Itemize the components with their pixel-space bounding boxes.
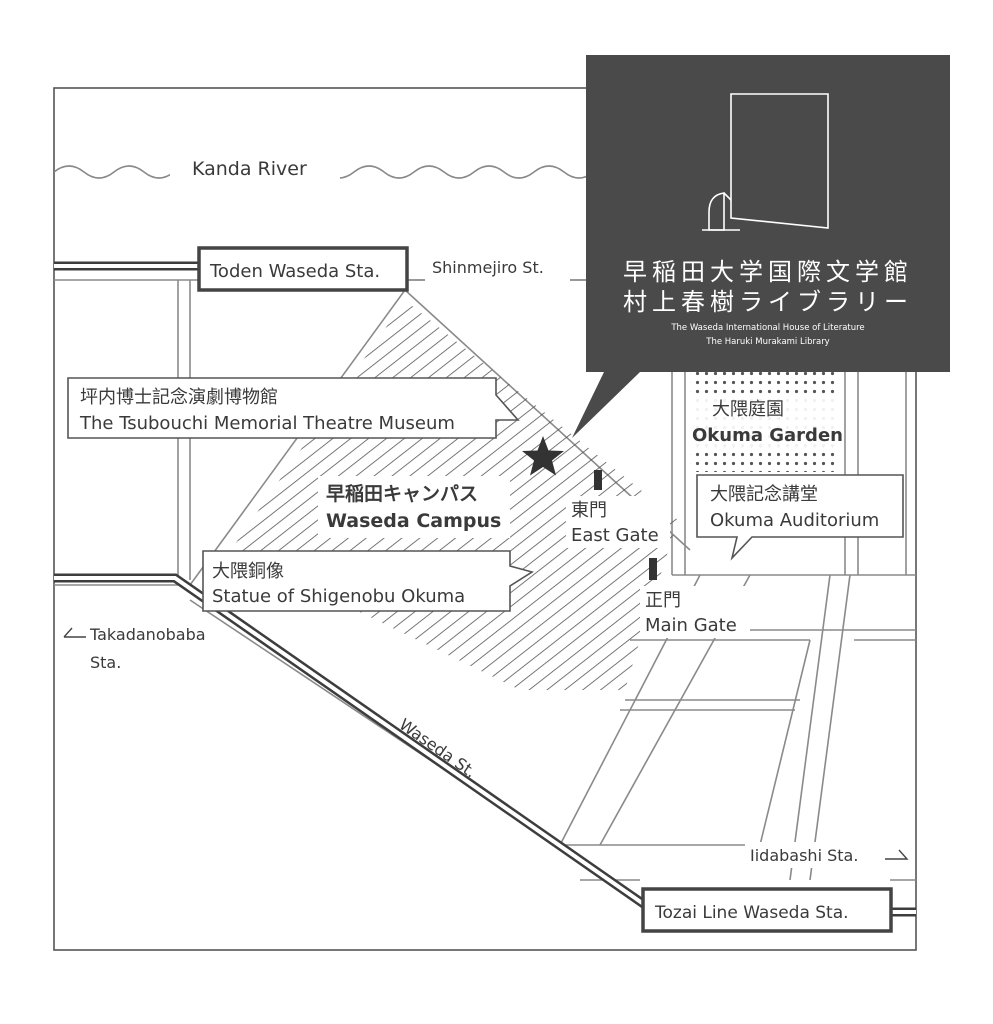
okuma-auditorium-callout	[696, 474, 904, 561]
rail-lines	[54, 261, 916, 917]
toden-waseda-station-box	[197, 246, 409, 292]
takadanobaba-label-line2: Sta.	[90, 653, 121, 672]
shinmejiro-street-label: Shinmejiro St.	[432, 258, 544, 277]
okuma-auditorium-label-en: Okuma Auditorium	[710, 510, 879, 531]
iidabashi-label: Iidabashi Sta.	[750, 846, 858, 865]
okuma-garden-label-en: Okuma Garden	[692, 425, 843, 446]
tozai-waseda-station-box	[641, 887, 893, 933]
east-gate-marker-icon	[594, 470, 602, 490]
tsubouchi-museum-label-ja: 坪内博士記念演劇博物館	[80, 386, 278, 408]
tsubouchi-museum-label-en: The Tsubouchi Memorial Theatre Museum	[79, 413, 455, 434]
east-gate-label-ja: 東門	[571, 500, 607, 521]
campus-label-en: Waseda Campus	[326, 510, 501, 532]
campus-label-ja: 早稲田キャンパス	[326, 483, 478, 505]
library-title-en-line1: The Waseda International House of Litera…	[670, 323, 864, 333]
main-gate-label-ja: 正門	[645, 590, 681, 611]
takadanobaba-label-line1: Takadanobaba	[89, 625, 206, 644]
east-gate-label-en: East Gate	[571, 525, 659, 546]
okuma-garden-label-ja: 大隈庭園	[712, 399, 784, 420]
toden-waseda-station-label: Toden Waseda Sta.	[209, 261, 380, 282]
library-location-star-icon	[522, 436, 564, 476]
murakami-library-panel: 早稲田大学国際文学館 村上春樹ライブラリー The Waseda Interna…	[572, 55, 950, 438]
tsubouchi-museum-callout	[67, 377, 520, 439]
okuma-statue-label-ja: 大隈銅像	[212, 561, 284, 582]
okuma-auditorium-label-ja: 大隈記念講堂	[710, 483, 818, 505]
okuma-statue-label-en: Statue of Shigenobu Okuma	[212, 586, 465, 607]
tozai-waseda-station-label: Tozai Line Waseda Sta.	[654, 903, 849, 923]
library-title-en-line2: The Haruki Murakami Library	[705, 337, 829, 347]
library-door-logo-icon	[702, 93, 829, 231]
takadanobaba-arrow-icon	[63, 627, 86, 638]
main-gate-marker-icon	[649, 558, 657, 580]
okuma-statue-callout	[202, 550, 534, 612]
library-title-ja-line2: 村上春樹ライブラリー	[623, 288, 913, 316]
iidabashi-arrow-icon	[885, 849, 909, 860]
library-title-ja-line1: 早稲田大学国際文学館	[623, 258, 913, 286]
main-gate-label-en: Main Gate	[645, 615, 737, 636]
river-label: Kanda River	[192, 158, 307, 180]
